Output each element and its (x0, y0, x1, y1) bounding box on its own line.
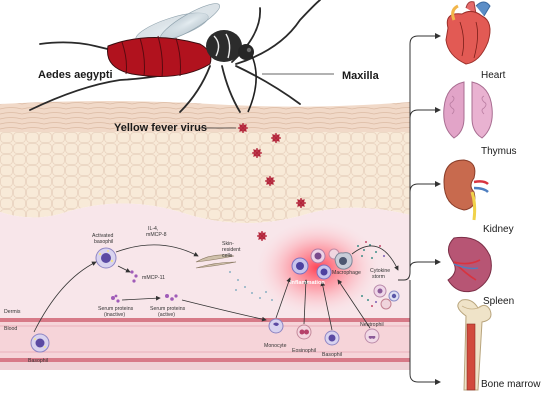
serum-inactive-label-1: Serum proteins (98, 306, 134, 312)
organ-label-thymus: Thymus (481, 146, 517, 157)
neutrophil-label: Neutrophil (360, 322, 384, 328)
serum-active-icon (165, 294, 178, 301)
macrophage-label: Macrophage (332, 270, 361, 276)
maxilla-label: Maxilla (342, 70, 380, 82)
serum-inactive-icon (111, 294, 120, 303)
spleen-icon (447, 236, 492, 293)
skin-cells-label-1: Skin- (222, 241, 234, 247)
kidney-icon (443, 159, 489, 221)
blood-label: Blood (4, 326, 17, 332)
monocyte-label: Monocyte (264, 343, 287, 349)
mosquito-proboscis (247, 55, 257, 113)
heart-icon (445, 1, 491, 65)
mediator-particles (229, 271, 273, 301)
cytokine-storm (357, 241, 385, 259)
virus-particle (265, 176, 275, 186)
neutrophil (364, 328, 380, 344)
stratum-corneum (0, 101, 410, 140)
serum-inactive-label-2: (inactive) (104, 312, 125, 318)
virus-particle (271, 133, 281, 143)
mosquito-illustration (29, 0, 334, 113)
il4-label-1: IL-4, (148, 226, 158, 232)
organ-label-kidney: Kidney (483, 224, 514, 235)
basophil-blood (30, 333, 50, 353)
eosinophil (296, 324, 312, 340)
blood-vessel (0, 318, 410, 362)
eosinophil-label: Eosinophil (292, 348, 316, 354)
thymus-icon (443, 81, 493, 139)
basophil2-label: Basophil (322, 352, 342, 358)
virus-particle (296, 198, 306, 208)
serum-active-label-1: Serum proteins (150, 306, 186, 312)
virus-label: Yellow fever virus (114, 122, 207, 134)
virus-particle (257, 231, 267, 241)
epidermis-layer (0, 132, 410, 224)
mosquito-head (238, 44, 254, 60)
serum-active-label-2: (active) (158, 312, 175, 318)
activated-basophil (95, 247, 117, 269)
monocyte (268, 318, 284, 334)
macrophage (334, 252, 353, 270)
dermis-label: Dermis (4, 309, 21, 315)
mmcp11-granules (130, 270, 138, 283)
bone-marrow-icon (457, 299, 492, 391)
virus-particle (252, 148, 262, 158)
cytokine-label-1: Cytokine (370, 268, 390, 274)
skin-resident-cells (195, 254, 237, 269)
basophil-recruited (324, 330, 340, 346)
skin-section (0, 101, 410, 370)
activated-basophil-label-1: Activated (92, 233, 113, 239)
inflammation-label: Inflammation (290, 280, 325, 286)
skin-cells-label-3: cells (222, 253, 233, 259)
virus-particle (238, 123, 248, 133)
organ-connector (398, 33, 441, 385)
neutrophil-cluster (361, 284, 400, 310)
mosquito-abdomen (107, 37, 212, 77)
basophil-blood-label: Basophil (28, 358, 48, 364)
organ-label-heart: Heart (481, 70, 506, 81)
dermis-cells (30, 241, 400, 353)
dermis-arrows (33, 244, 399, 333)
organ-label-bone-marrow: Bone marrow (481, 379, 541, 390)
mosquito-thorax (206, 30, 242, 62)
virus-particles (238, 123, 306, 241)
cytokine-label-2: storm (372, 274, 385, 280)
il4-label-2: mMCP-8 (146, 232, 167, 238)
mosquito-label: Aedes aegypti (38, 69, 113, 81)
activated-basophil-label-2: basophil (94, 239, 113, 245)
mmcp11-label: mMCP-11 (142, 275, 165, 281)
organ-label-spleen: Spleen (483, 296, 514, 307)
skin-cells-label-2: resident (222, 247, 241, 253)
inflammation-cluster (291, 248, 340, 280)
